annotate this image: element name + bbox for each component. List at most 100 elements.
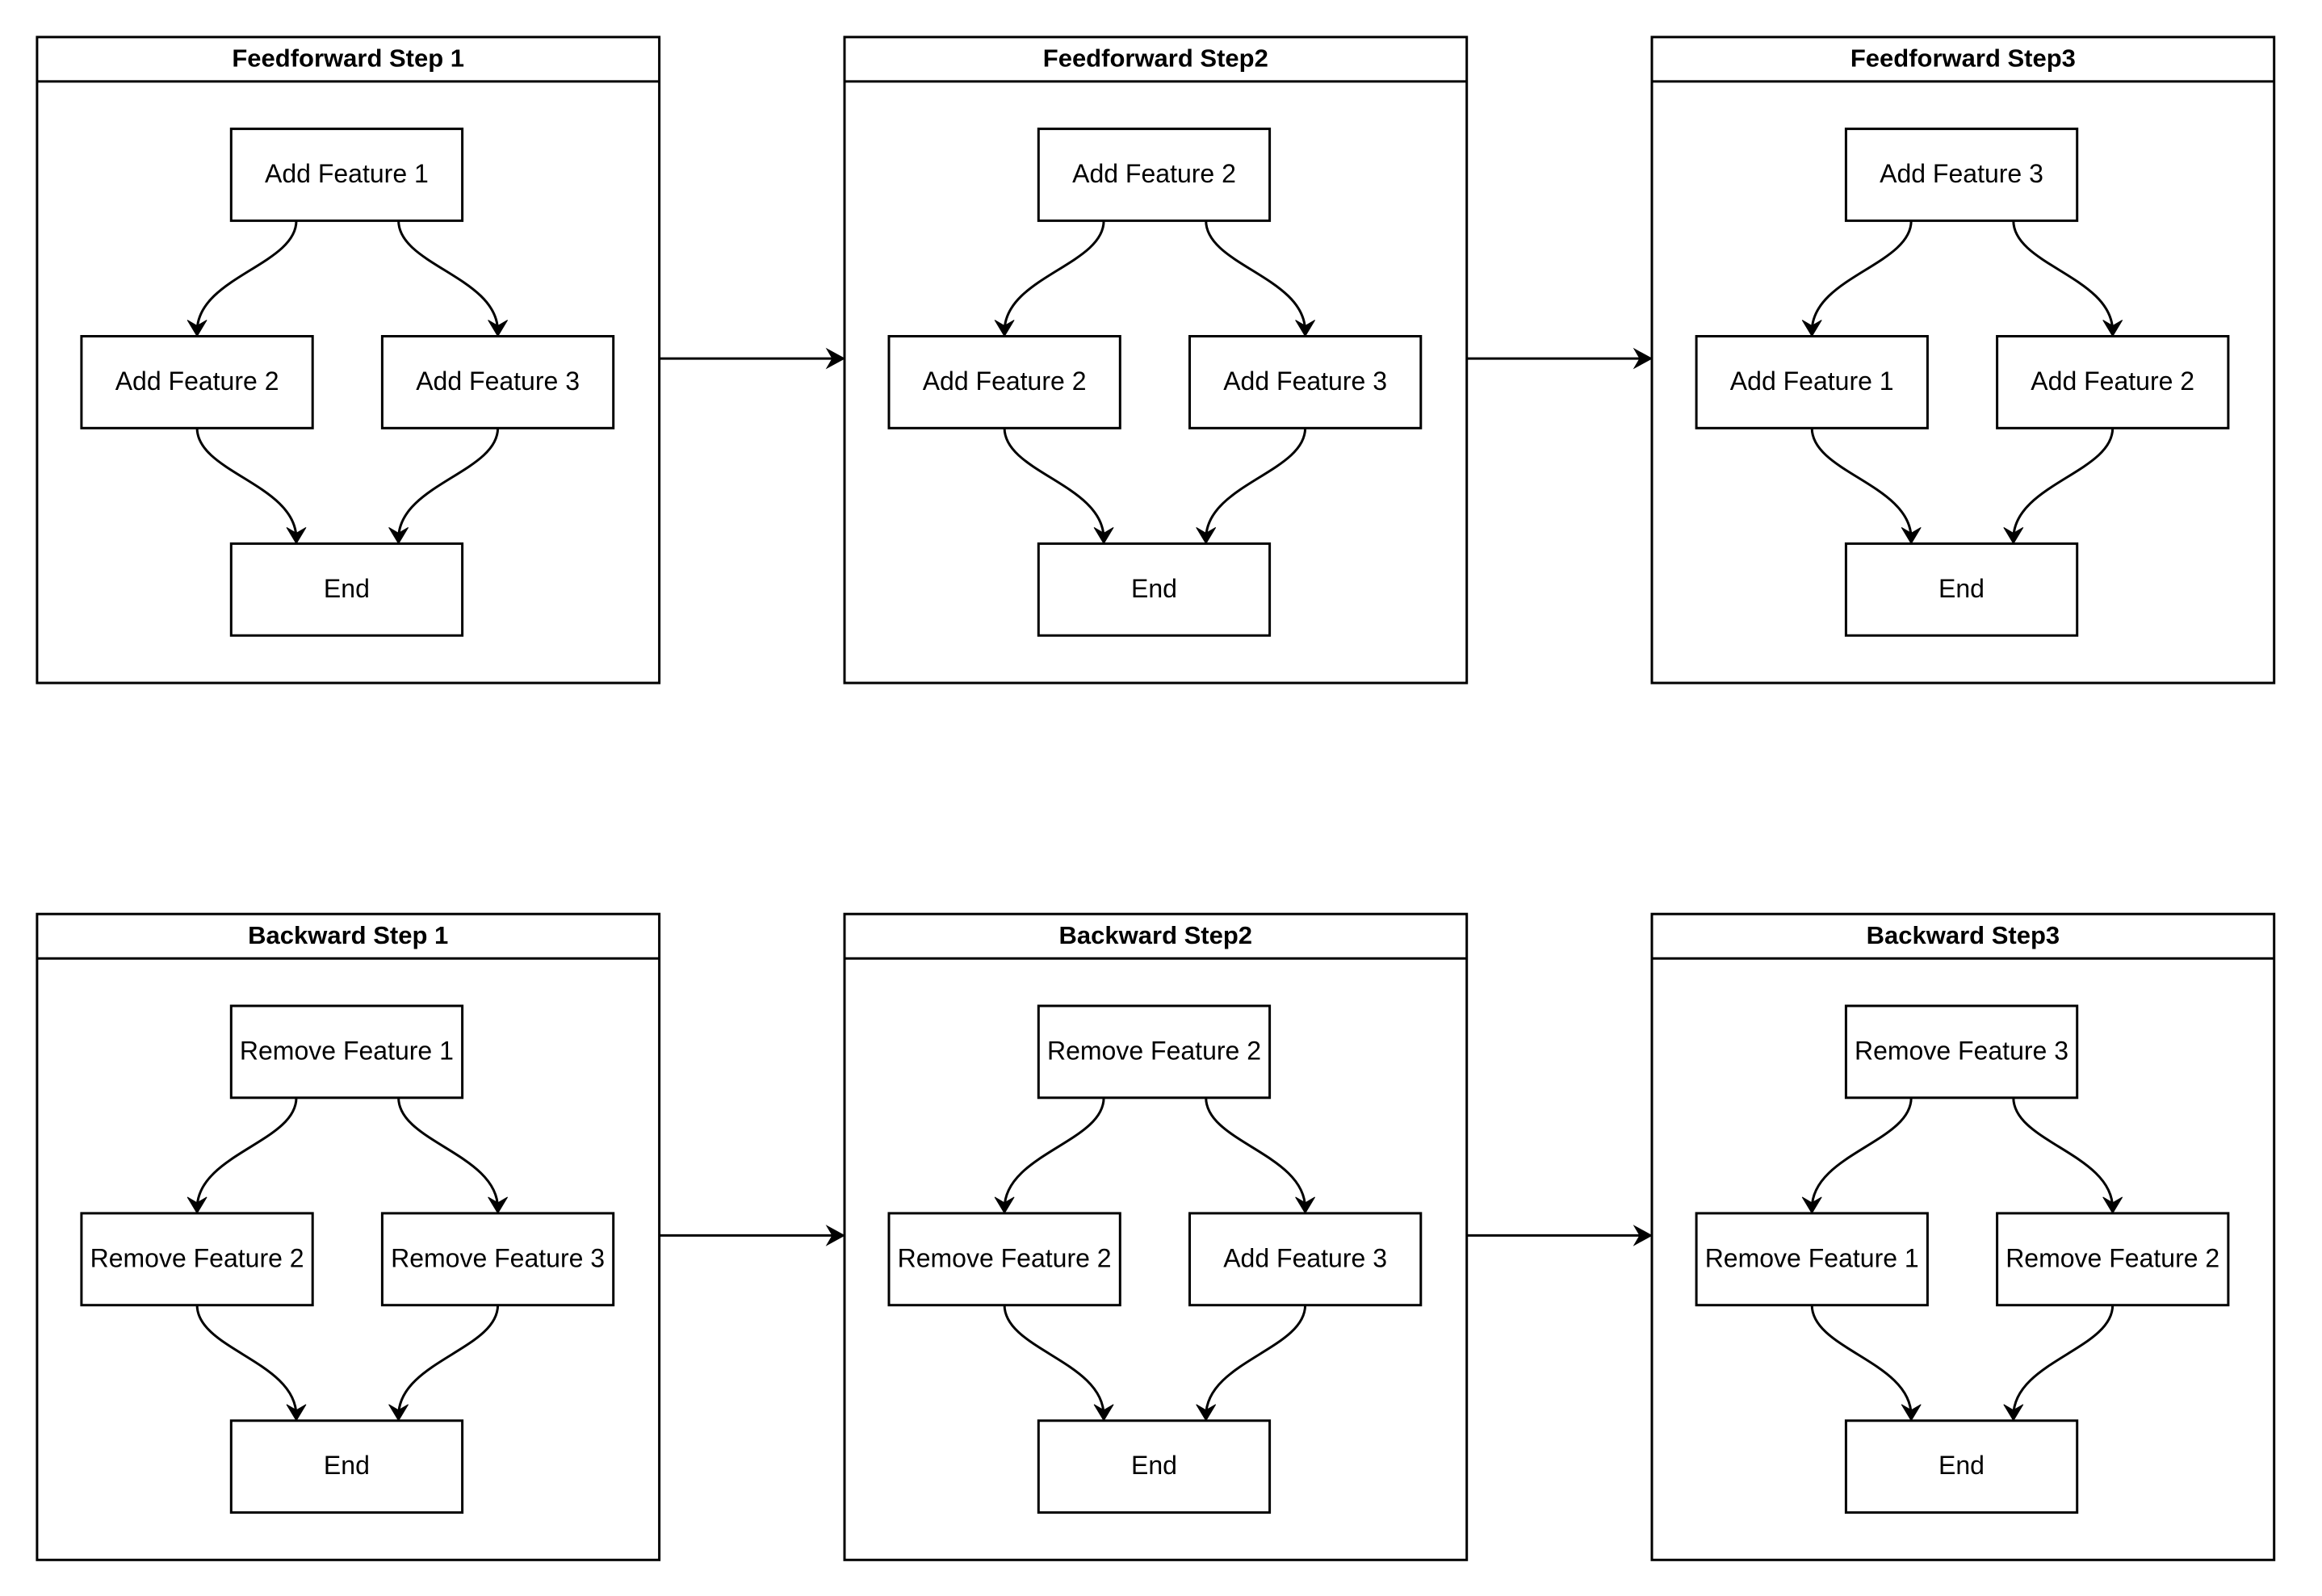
node-label: Add Feature 3 bbox=[1223, 1243, 1387, 1272]
edge-top-to-left-arrowhead bbox=[187, 1196, 207, 1214]
node-right: Remove Feature 3 bbox=[380, 1212, 615, 1307]
panel-connector-feedforward-1 bbox=[659, 347, 846, 370]
node-top: Remove Feature 2 bbox=[1037, 1004, 1272, 1100]
node-label: Add Feature 1 bbox=[265, 159, 429, 188]
node-box bbox=[1844, 542, 2079, 637]
node-box bbox=[1844, 1419, 2079, 1514]
edge-right-to-end-arrowhead bbox=[388, 1404, 409, 1422]
edge-top-to-left bbox=[1810, 220, 1913, 332]
node-label: End bbox=[324, 1451, 370, 1480]
node-top: Remove Feature 1 bbox=[229, 1004, 464, 1100]
panel-title: Backward Step3 bbox=[1867, 921, 2060, 949]
edge-top-to-right-arrowhead bbox=[2102, 1196, 2123, 1214]
edge-left-to-end-arrowhead bbox=[286, 526, 307, 545]
node-left: Remove Feature 2 bbox=[80, 1212, 314, 1307]
node-label: Remove Feature 2 bbox=[1047, 1036, 1261, 1065]
edge-left-to-end bbox=[195, 428, 298, 539]
node-top: Add Feature 3 bbox=[1844, 128, 2079, 222]
node-right: Remove Feature 2 bbox=[1996, 1212, 2230, 1307]
edge-top-to-left-arrowhead bbox=[1801, 1196, 1822, 1214]
panel-connector-feedforward-2 bbox=[1466, 347, 1653, 370]
edge-top-to-left bbox=[1003, 1097, 1105, 1209]
edge-left-to-end bbox=[1003, 1305, 1105, 1416]
node-label: Add Feature 3 bbox=[416, 367, 580, 396]
node-box bbox=[1037, 128, 1272, 222]
node-box bbox=[1996, 335, 2230, 429]
node-label: End bbox=[1938, 574, 1985, 603]
node-box bbox=[380, 335, 615, 429]
node-label: Remove Feature 2 bbox=[2006, 1243, 2219, 1272]
edge-left-to-end-arrowhead bbox=[1093, 526, 1114, 545]
edge-right-to-end bbox=[397, 1305, 500, 1416]
node-box bbox=[1188, 335, 1423, 429]
node-label: Add Feature 2 bbox=[923, 367, 1087, 396]
node-box bbox=[1996, 1212, 2230, 1307]
edge-top-to-left bbox=[1003, 220, 1105, 332]
edge-right-to-end-arrowhead bbox=[1196, 1404, 1217, 1422]
edge-top-to-right bbox=[397, 1097, 500, 1209]
node-label: End bbox=[1131, 1451, 1177, 1480]
edge-left-to-end bbox=[1810, 428, 1913, 539]
node-box bbox=[1037, 1419, 1272, 1514]
node-label: Add Feature 3 bbox=[1223, 367, 1387, 396]
node-box bbox=[229, 128, 464, 222]
node-box bbox=[1695, 335, 1929, 429]
edge-left-to-end bbox=[1003, 428, 1105, 539]
edge-top-to-left-arrowhead bbox=[1801, 320, 1822, 337]
node-label: Add Feature 2 bbox=[2031, 367, 2194, 396]
edge-top-to-right bbox=[397, 220, 500, 332]
node-left: Remove Feature 2 bbox=[887, 1212, 1121, 1307]
edge-top-to-left-arrowhead bbox=[994, 1196, 1015, 1214]
edge-top-to-left-arrowhead bbox=[994, 320, 1015, 337]
node-box bbox=[887, 1212, 1121, 1307]
node-box bbox=[887, 335, 1121, 429]
edge-left-to-end bbox=[195, 1305, 298, 1416]
node-label: Add Feature 2 bbox=[1072, 159, 1236, 188]
panel-title: Backward Step2 bbox=[1059, 921, 1253, 949]
edge-top-to-right bbox=[2012, 220, 2115, 332]
node-label: Add Feature 2 bbox=[115, 367, 279, 396]
edge-left-to-end-arrowhead bbox=[286, 1404, 307, 1422]
edge-right-to-end-arrowhead bbox=[388, 526, 409, 545]
panel-title: Backward Step 1 bbox=[248, 921, 448, 949]
node-end: End bbox=[229, 542, 464, 637]
panel-title: Feedforward Step 1 bbox=[232, 44, 464, 73]
node-box bbox=[1188, 1212, 1423, 1307]
node-right: Add Feature 2 bbox=[1996, 335, 2230, 429]
edge-top-to-right bbox=[1205, 1097, 1307, 1209]
node-label: Remove Feature 1 bbox=[1705, 1243, 1919, 1272]
edge-top-to-right-arrowhead bbox=[488, 320, 509, 337]
node-box bbox=[1844, 128, 2079, 222]
node-label: End bbox=[1131, 574, 1177, 603]
edge-left-to-end-arrowhead bbox=[1093, 1404, 1114, 1422]
node-right: Add Feature 3 bbox=[380, 335, 615, 429]
panel-title: Feedforward Step3 bbox=[1850, 44, 2076, 73]
edge-right-to-end bbox=[1205, 428, 1307, 539]
node-label: Add Feature 1 bbox=[1730, 367, 1894, 396]
node-label: Remove Feature 1 bbox=[240, 1036, 454, 1065]
edge-right-to-end-arrowhead bbox=[2003, 526, 2024, 545]
connector-arrowhead bbox=[825, 347, 846, 370]
node-label: End bbox=[324, 574, 370, 603]
edge-top-to-right-arrowhead bbox=[488, 1196, 509, 1214]
edge-right-to-end bbox=[1205, 1305, 1307, 1416]
node-end: End bbox=[1037, 1419, 1272, 1514]
edge-top-to-left-arrowhead bbox=[187, 320, 207, 337]
panel-backward-step-1: Backward Step 1 Remove Feature 1 Remove Fe… bbox=[36, 912, 661, 1561]
edge-top-to-right-arrowhead bbox=[1295, 1196, 1316, 1214]
edge-right-to-end bbox=[397, 428, 500, 539]
node-box bbox=[229, 1004, 464, 1100]
edge-top-to-right bbox=[1205, 220, 1307, 332]
node-end: End bbox=[229, 1419, 464, 1514]
node-right: Add Feature 3 bbox=[1188, 335, 1423, 429]
panel-feedforward-step-1: Feedforward Step 1 Add Feature 1 Add Featu… bbox=[36, 36, 661, 685]
node-box bbox=[1037, 542, 1272, 637]
edge-top-to-left bbox=[195, 1097, 298, 1209]
node-right: Add Feature 3 bbox=[1188, 1212, 1423, 1307]
edge-right-to-end bbox=[2012, 428, 2115, 539]
node-box bbox=[80, 335, 314, 429]
node-label: Remove Feature 3 bbox=[1855, 1036, 2068, 1065]
